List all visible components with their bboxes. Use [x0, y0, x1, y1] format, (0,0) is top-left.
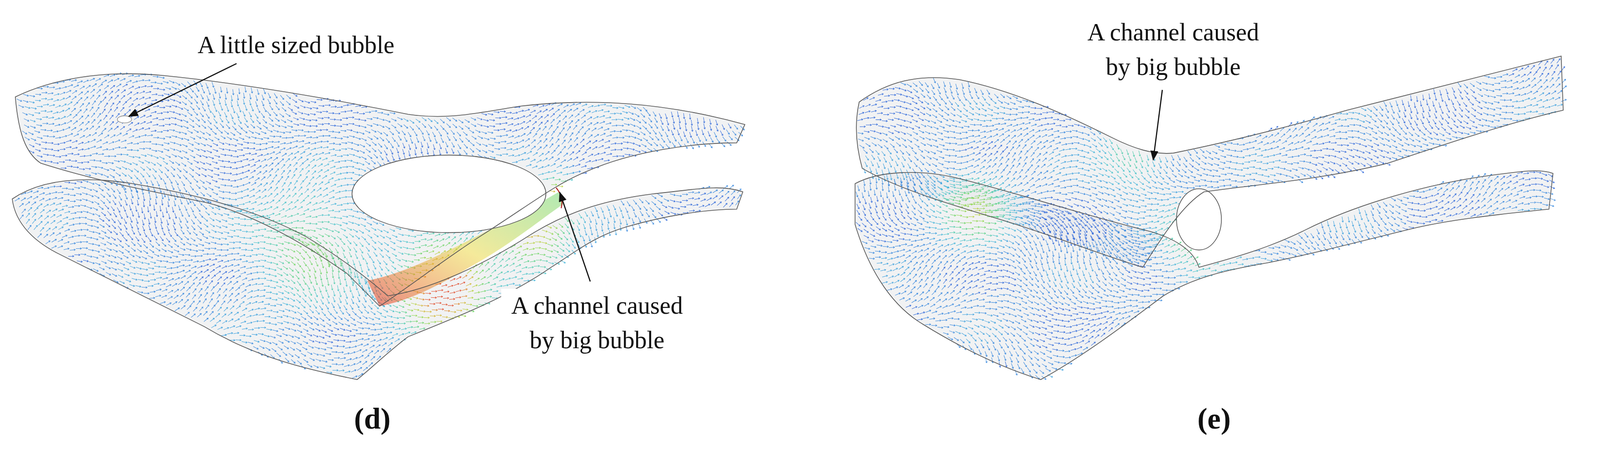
- velocity-vectors: [14, 58, 1567, 380]
- panel-label: (d): [351, 400, 394, 437]
- callout-label: A little sized bubble: [194, 28, 397, 63]
- sheet-outline: [15, 73, 746, 307]
- sheet-outline: [12, 179, 743, 380]
- velocity-vectors: [974, 209, 981, 212]
- velocity-vectors: [874, 172, 1542, 378]
- velocity-vectors: [855, 172, 1556, 380]
- velocity-vectors: [933, 137, 1184, 242]
- sheet-outline: [856, 56, 1564, 268]
- velocity-vectors: [936, 178, 1225, 272]
- velocity-vectors: [857, 73, 1567, 264]
- velocity-vectors: [948, 190, 1000, 218]
- panel-d-sheets: [12, 73, 746, 380]
- panel-label: (e): [1194, 400, 1234, 437]
- leader-arrow: [559, 192, 591, 282]
- sheet-outlines: [12, 56, 1564, 380]
- leader-arrow: [1153, 89, 1163, 160]
- velocity-vectors: [929, 177, 1244, 279]
- small-bubble: [117, 115, 132, 124]
- sheet-outline: [854, 170, 1553, 380]
- velocity-vectors: [855, 171, 1555, 368]
- scaled-illustration: [12, 56, 1567, 380]
- callout-label: A channel caused by big bubble: [501, 288, 693, 358]
- velocity-vectors: [936, 138, 1182, 237]
- callout-label: A channel caused by big bubble: [1077, 15, 1270, 84]
- panel-e-sheets: [854, 56, 1564, 380]
- bubble-hole: [1176, 188, 1222, 251]
- bubble-hole: [351, 155, 546, 233]
- velocity-vectors: [955, 192, 994, 213]
- leader-arrow: [128, 63, 237, 117]
